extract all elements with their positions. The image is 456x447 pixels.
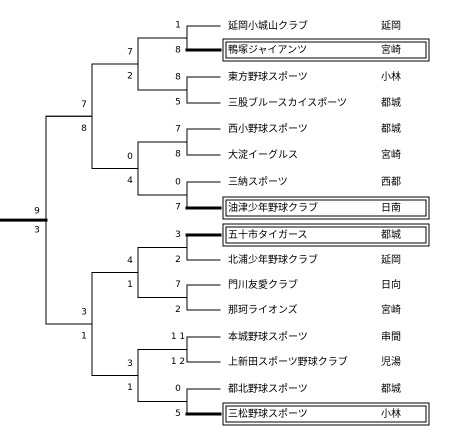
final-score-bottom: 3	[34, 226, 40, 236]
match-score-top: 7	[175, 125, 181, 135]
match-score-top: 8	[175, 73, 181, 83]
match-score-top: 0	[175, 178, 181, 188]
team-name: 五十市タイガース	[228, 228, 308, 241]
match-score-bottom: 2	[175, 255, 181, 265]
match-score-top: 3	[127, 359, 133, 369]
match-score-top: 1	[175, 21, 181, 31]
match-score-bottom: 1	[81, 332, 87, 342]
match-score-bottom: 1	[127, 383, 133, 393]
team-region: 串間	[381, 331, 401, 343]
team-name: 三納スポーツ	[228, 175, 288, 188]
winner-box-inner	[225, 41, 427, 59]
match-score-top: 3	[175, 230, 181, 240]
team-name: 延岡小城山クラブ	[228, 19, 308, 32]
team-region: 小林	[381, 70, 401, 83]
match-score-bottom: 1	[127, 280, 133, 290]
team-name: 三股ブルースカイスポーツ	[228, 96, 347, 109]
team-name: 大淀イーグルス	[228, 148, 298, 161]
match-score-top: 7	[175, 280, 181, 290]
team-region: 宮崎	[381, 43, 401, 56]
team-region: 児湯	[381, 355, 401, 368]
winner-box-inner	[225, 226, 427, 244]
team-region: 延岡	[381, 254, 401, 266]
team-name: 本城野球スポーツ	[228, 330, 308, 343]
match-score-bottom: 7	[175, 203, 181, 213]
team-name: 西小野球スポーツ	[228, 122, 308, 135]
match-score-bottom: 1 2	[171, 357, 185, 367]
team-name: 北浦少年野球クラブ	[228, 253, 318, 266]
team-name: 三松野球スポーツ	[228, 407, 308, 420]
match-score-top: 1 1	[171, 332, 185, 342]
team-region: 小林	[381, 407, 401, 420]
match-score-top: 7	[81, 100, 87, 110]
match-score-bottom: 2	[175, 305, 181, 315]
final-score-top: 9	[34, 207, 40, 217]
match-score-bottom: 2	[127, 72, 133, 82]
winner-box-inner	[225, 199, 427, 217]
match-score-top: 0	[175, 384, 181, 394]
match-score-bottom: 8	[175, 46, 181, 56]
team-name: 都北野球スポーツ	[228, 382, 308, 395]
team-region: 都城	[381, 123, 401, 135]
winner-box-outer	[222, 402, 430, 426]
winner-box-inner	[225, 405, 427, 423]
match-score-bottom: 8	[81, 124, 87, 134]
winner-box-outer	[222, 196, 430, 220]
match-score-bottom: 5	[175, 409, 181, 419]
match-score-bottom: 8	[175, 150, 181, 160]
match-score-top: 0	[127, 152, 133, 162]
match-score-top: 3	[81, 308, 87, 318]
team-region: 都城	[381, 383, 401, 395]
winner-box-outer	[222, 38, 430, 62]
team-name: 那珂ライオンズ	[228, 303, 298, 316]
team-region: 西都	[381, 176, 401, 188]
team-name: 油津少年野球クラブ	[228, 201, 318, 214]
team-name: 門川友愛クラブ	[228, 278, 298, 291]
team-name: 鴨塚ジャイアンツ	[228, 43, 307, 56]
team-region: 延岡	[381, 20, 401, 32]
team-region: 日南	[381, 201, 401, 214]
match-score-bottom: 5	[175, 98, 181, 108]
match-score-top: 4	[127, 256, 133, 266]
team-region: 都城	[381, 229, 401, 241]
team-name: 上新田スポーツ野球クラブ	[228, 355, 348, 368]
winner-box-outer	[222, 223, 430, 247]
team-name: 東方野球スポーツ	[228, 70, 308, 83]
team-region: 宮崎	[381, 303, 401, 316]
team-region: 宮崎	[381, 148, 401, 161]
team-region: 日向	[381, 278, 401, 291]
team-region: 都城	[381, 97, 401, 109]
match-score-top: 7	[127, 48, 133, 58]
match-score-bottom: 4	[127, 176, 133, 186]
